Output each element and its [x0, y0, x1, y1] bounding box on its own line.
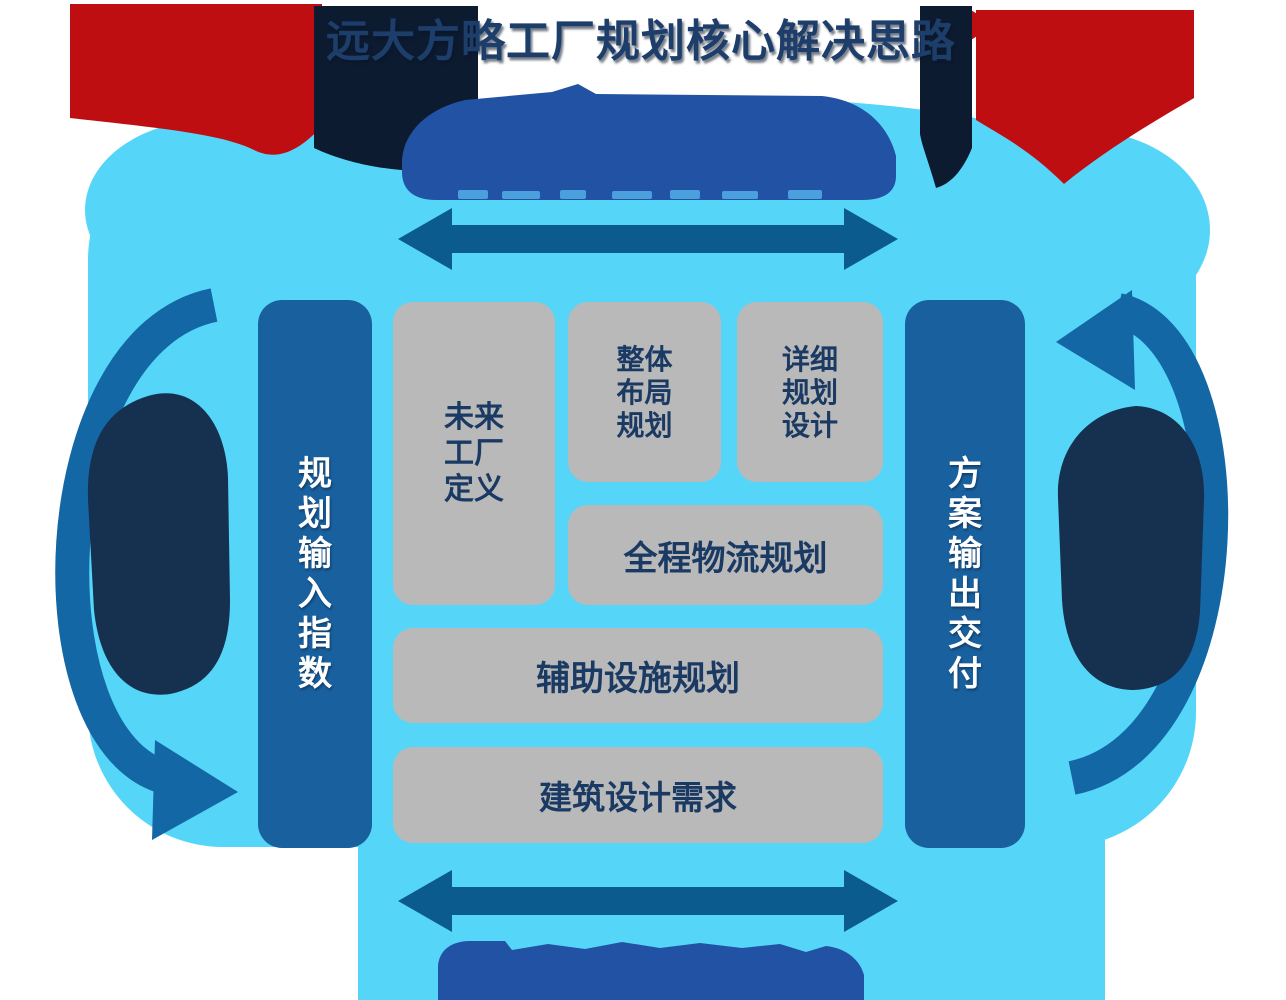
red-arrow-right-icon — [968, 8, 994, 42]
pillar-solution-output-delivery: 方 案 输 出 交 付 — [905, 300, 1025, 848]
panel-detailed-planning-design: 详细 规划 设计 — [737, 302, 883, 482]
pillar-char: 输 — [298, 534, 332, 573]
pillar-char: 数 — [298, 654, 332, 693]
pillar-char: 规 — [298, 454, 332, 493]
pillar-planning-input-index: 规 划 输 入 指 数 — [258, 300, 372, 848]
panel-line: 详细 — [781, 343, 838, 375]
panel-auxiliary-facilities-planning: 辅助设施规划 — [393, 628, 883, 723]
double-arrow-top-icon — [398, 208, 898, 270]
panel-architectural-design-requirements: 建筑设计需求 — [393, 747, 883, 843]
panel-line: 整体 — [616, 343, 673, 375]
pillar-char: 付 — [948, 654, 982, 693]
panel-line: 工厂 — [444, 436, 504, 470]
panel-line: 设计 — [781, 409, 838, 441]
panel-line: 规划 — [781, 376, 838, 408]
pillar-char: 入 — [298, 574, 332, 613]
top-banner-obscured — [402, 84, 896, 200]
panel-overall-layout-planning: 整体 布局 规划 — [568, 302, 721, 482]
pillar-char: 输 — [948, 534, 982, 573]
cloud-left-bump — [85, 120, 335, 300]
panel-line: 规划 — [616, 409, 673, 441]
top-banner-shape — [402, 84, 896, 200]
pillar-char: 出 — [948, 574, 982, 613]
pillar-char: 交 — [948, 614, 982, 653]
panel-line: 未来 — [444, 400, 504, 434]
pillar-char: 方 — [948, 454, 982, 493]
pillar-char: 案 — [948, 494, 982, 533]
bottom-banner-obscured — [438, 941, 864, 1000]
panel-line: 布局 — [616, 376, 673, 408]
panel-future-factory-definition: 未来 工厂 定义 — [393, 302, 555, 605]
double-arrow-bottom-icon — [398, 870, 898, 932]
panel-line: 定义 — [444, 472, 504, 506]
shadow-slab-right — [920, 6, 972, 188]
right-blob-obscured — [1057, 406, 1205, 690]
cycle-arrow-left-icon — [55, 288, 238, 840]
red-ribbon-left-blob — [70, 4, 322, 155]
cycle-arrow-right-head — [1056, 290, 1135, 390]
cloud-right-bump — [950, 130, 1210, 330]
page-title: 远大方略工厂规划核心解决思路 — [326, 17, 956, 66]
pillar-char: 指 — [298, 614, 332, 653]
cycle-arrow-left-head — [152, 740, 238, 840]
red-ribbon — [70, 4, 1194, 184]
left-blob-obscured — [87, 393, 230, 695]
top-banner-text-hints — [458, 190, 822, 199]
red-ribbon-right-blob — [976, 10, 1194, 184]
panel-full-logistics-planning: 全程物流规划 — [568, 505, 883, 605]
pillar-char: 划 — [298, 494, 332, 533]
cycle-arrow-right-icon — [1056, 290, 1229, 795]
